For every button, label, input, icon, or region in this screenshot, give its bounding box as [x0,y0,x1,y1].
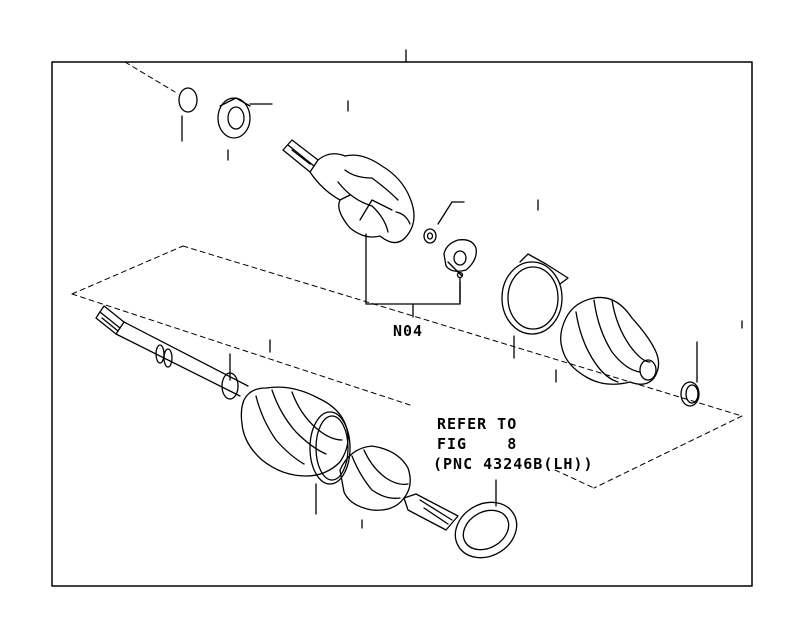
axle-shaft-assembly-icon [95,305,459,531]
group-code-label: N04 [393,322,424,340]
boot-clamp-icon [501,253,569,359]
group-bracket [365,233,461,305]
inboard-boot-icon [560,296,660,385]
reference-note-line-3: (PNC 43246B(LH)) [433,455,594,473]
diagram-frame [51,61,753,587]
dashed-group-outline [71,61,743,489]
dust-deflector-icon [217,97,273,161]
small-boot-clamp-icon [680,341,700,407]
inboard-joint-housing-icon [282,139,415,244]
reference-note-line-1: REFER TO [437,415,518,433]
snap-ring-icon [178,87,198,142]
reference-note-line-2: FIG 8 [437,435,518,453]
deflector-seal-icon [454,479,518,559]
small-clip-icon [423,201,465,244]
